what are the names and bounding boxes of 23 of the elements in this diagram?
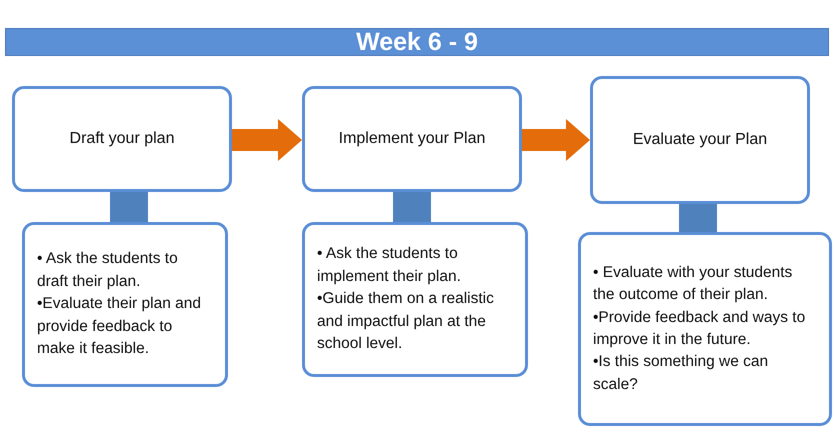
step-label: Implement your Plan [338,129,486,149]
details-box [578,232,832,426]
bullet-text: • Ask the students to draft their plan. [37,249,179,292]
bullet-text: •Guide them on a realistic and impactful plan at the school level. [317,289,495,354]
bullet-text: •Evaluate their plan and provide feedback to make it feasible. [37,294,202,360]
bullet-text: •Is this something we can scale? [593,352,770,395]
step-box [12,86,232,192]
block-arrow [522,119,590,161]
bullet-text: • Ask the students to implement their plan. [317,244,462,287]
step-label: Draft your plan [70,129,174,149]
details-box [302,222,528,377]
connector-bar [110,192,148,222]
bullet-text: •Provide feedback and ways to improve it in the future. [593,308,806,350]
step-box [302,86,522,192]
connector-bar [679,204,717,232]
title-text: Week 6 - 9 [356,27,478,57]
title-banner [5,28,829,56]
bullet-text: • Evaluate with your students the outcome of their plan. [593,262,794,306]
connector-bar [393,192,431,222]
step-box [590,76,810,204]
details-box [22,222,228,387]
block-arrow [232,119,302,161]
step-label: Evaluate your Plan [632,130,768,150]
